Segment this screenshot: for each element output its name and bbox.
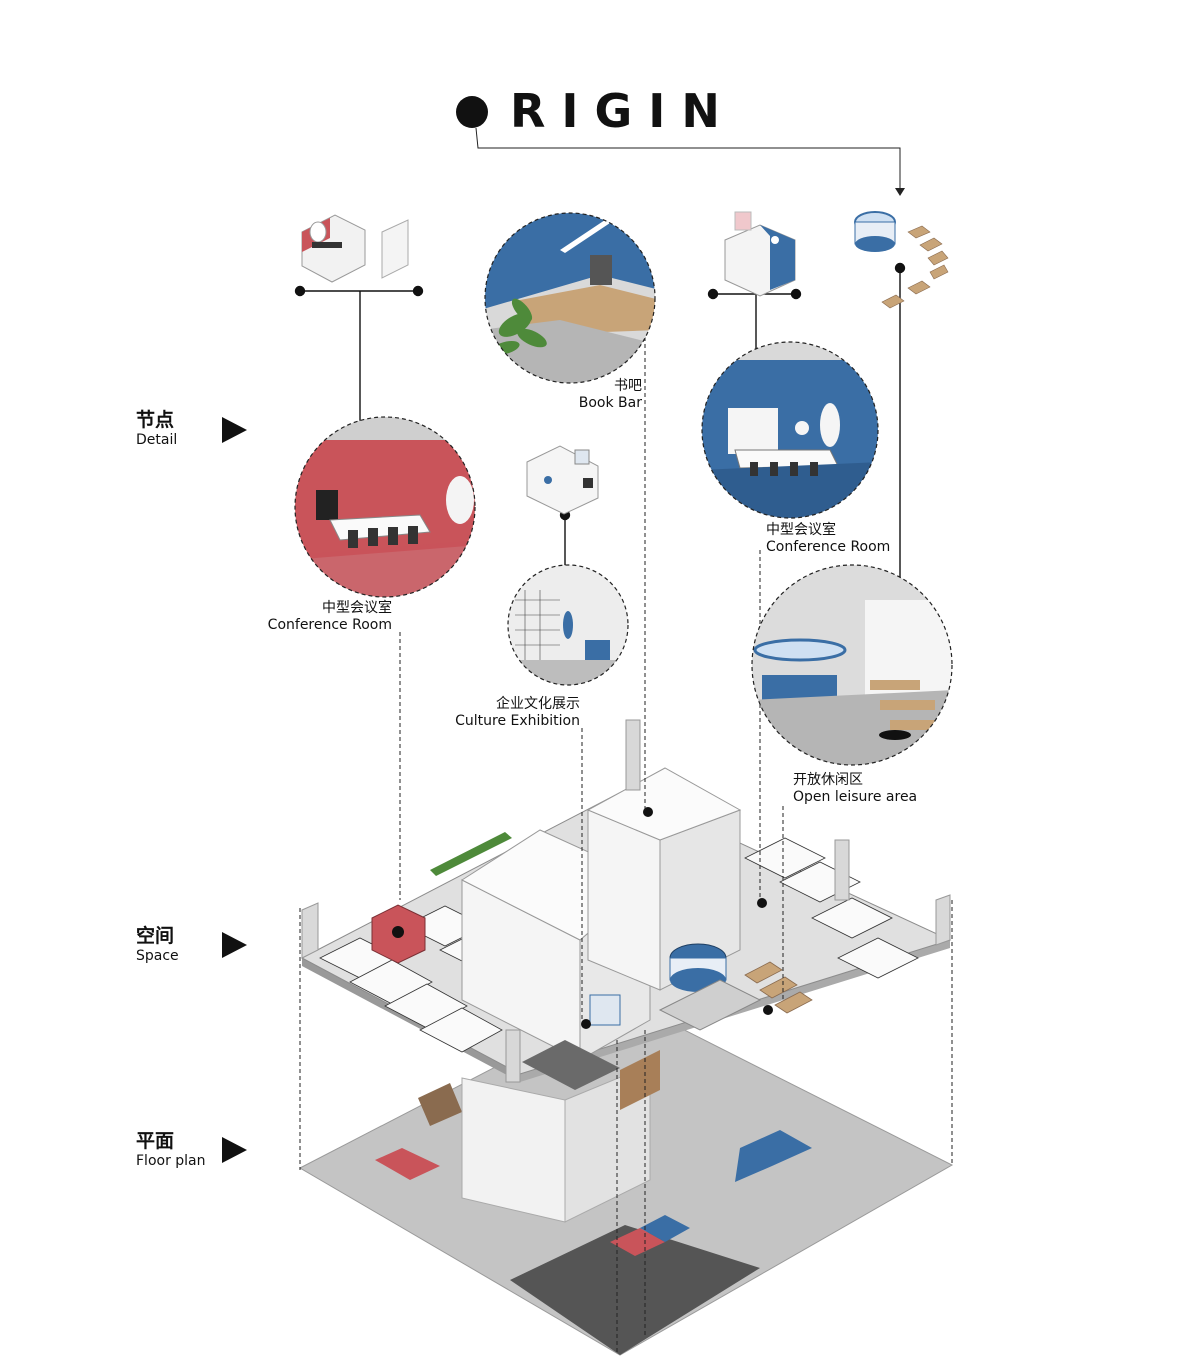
caption-zh: 企业文化展示: [496, 696, 580, 712]
marker-dot: [392, 926, 404, 938]
arrow-right-icon: [222, 1137, 247, 1163]
dark-room: [522, 1040, 620, 1090]
side-label-zh: 节点: [136, 409, 175, 431]
floor-plan-core-front: [461, 1077, 566, 1223]
glass-room: [658, 979, 762, 1031]
side-label-en: Detail: [136, 431, 178, 448]
side-label-detail: 节点 Detail: [136, 409, 178, 448]
caption-en: Book Bar: [578, 395, 642, 411]
caption-zh: 中型会议室: [322, 600, 392, 616]
caption-zh: 中型会议室: [766, 522, 836, 538]
caption-en: Conference Room: [766, 539, 891, 555]
caption-conference-room-right: 中型会议室 Conference Room: [766, 522, 926, 556]
detail-circle-culture-exhibition: [507, 564, 629, 686]
thumb-culture-exhibition: [526, 445, 599, 515]
side-label-zh: 平面: [136, 1130, 175, 1152]
space-layer: [300, 719, 952, 1110]
pillar: [834, 839, 850, 901]
perimeter-wall: [301, 902, 319, 959]
pillar: [625, 719, 641, 791]
detail-circle-conference-red: [294, 416, 476, 598]
caption-open-leisure-area: 开放休闲区 Open leisure area: [793, 772, 963, 806]
marker-dot: [581, 1019, 591, 1029]
tall-block-front: [587, 809, 661, 991]
culture-exhibition-panel: [589, 994, 621, 1026]
dashed-projection-lines: [299, 330, 953, 1355]
floor-plan-wood-zone: [418, 1083, 462, 1126]
caption-en: Open leisure area: [793, 789, 918, 805]
arrow-right-icon: [222, 417, 247, 443]
caption-conference-room-left: 中型会议室 Conference Room: [232, 600, 392, 634]
wood-leisure-steps: [744, 961, 813, 1014]
diagram-title: RIGIN: [510, 84, 736, 138]
caption-book-bar: 书吧 Book Bar: [540, 378, 642, 412]
floor-plan-blue-zone: [640, 1215, 690, 1242]
detail-circle-open-leisure: [751, 564, 953, 766]
title-dot-icon: [456, 96, 488, 128]
caption-en: Conference Room: [267, 617, 392, 633]
floor-plan-blue-zone: [735, 1130, 812, 1182]
side-label-en: Space: [136, 947, 179, 964]
floor-plan-dark-zone: [510, 1225, 760, 1355]
marker-dot: [763, 1005, 773, 1015]
thumb-conference-blue: [724, 211, 796, 297]
thumb-leisure: [854, 211, 949, 309]
pillar: [505, 1029, 521, 1083]
caption-zh: 开放休闲区: [793, 772, 863, 788]
detail-circle-book-bar: [484, 212, 656, 384]
wood-display-wall: [620, 1050, 660, 1110]
floor-plan-red-zone: [375, 1148, 440, 1180]
marker-dot: [757, 898, 767, 908]
perimeter-wall: [935, 894, 951, 946]
caption-zh: 书吧: [614, 378, 642, 394]
green-strip: [430, 832, 512, 876]
side-label-zh: 空间: [136, 925, 175, 947]
side-label-floor-plan: 平面 Floor plan: [136, 1130, 206, 1169]
caption-en: Culture Exhibition: [455, 713, 580, 729]
title-connector: [456, 96, 905, 196]
arrow-right-icon: [222, 932, 247, 958]
floor-plan-red-zone: [610, 1228, 665, 1256]
side-label-en: Floor plan: [136, 1152, 206, 1169]
detail-circle-conference-blue: [701, 341, 879, 519]
floor-plan-layer: [298, 999, 954, 1356]
thumb-conference-red: [301, 214, 409, 283]
side-label-space: 空间 Space: [136, 925, 179, 964]
caption-culture-exhibition: 企业文化展示 Culture Exhibition: [420, 696, 580, 730]
